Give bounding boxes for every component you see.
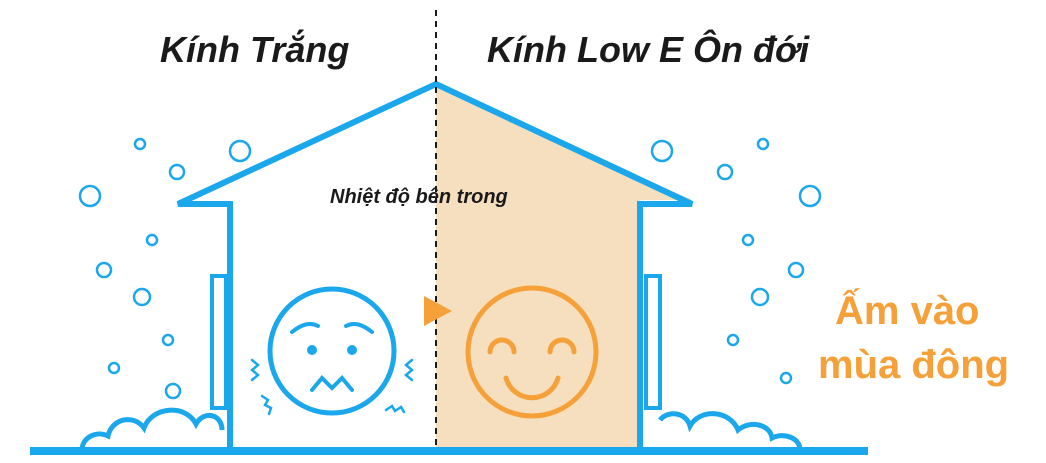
left-bush [82, 410, 222, 450]
warm-interior-fill [436, 84, 692, 450]
title-right: Kính Low E Ôn đới [487, 28, 809, 72]
right-bush [660, 414, 800, 450]
inner-temperature-label: Nhiệt độ bên trong [330, 186, 508, 209]
right-window-frame [646, 276, 660, 408]
title-left: Kính Trắng [160, 28, 349, 72]
snow-bubbles-right [652, 139, 820, 383]
warm-caption-line2: mùa đông [818, 341, 1009, 389]
left-window-frame [212, 276, 226, 408]
warm-caption-line1: Ấm vào [835, 287, 980, 335]
cold-worried-face-icon [252, 289, 412, 414]
